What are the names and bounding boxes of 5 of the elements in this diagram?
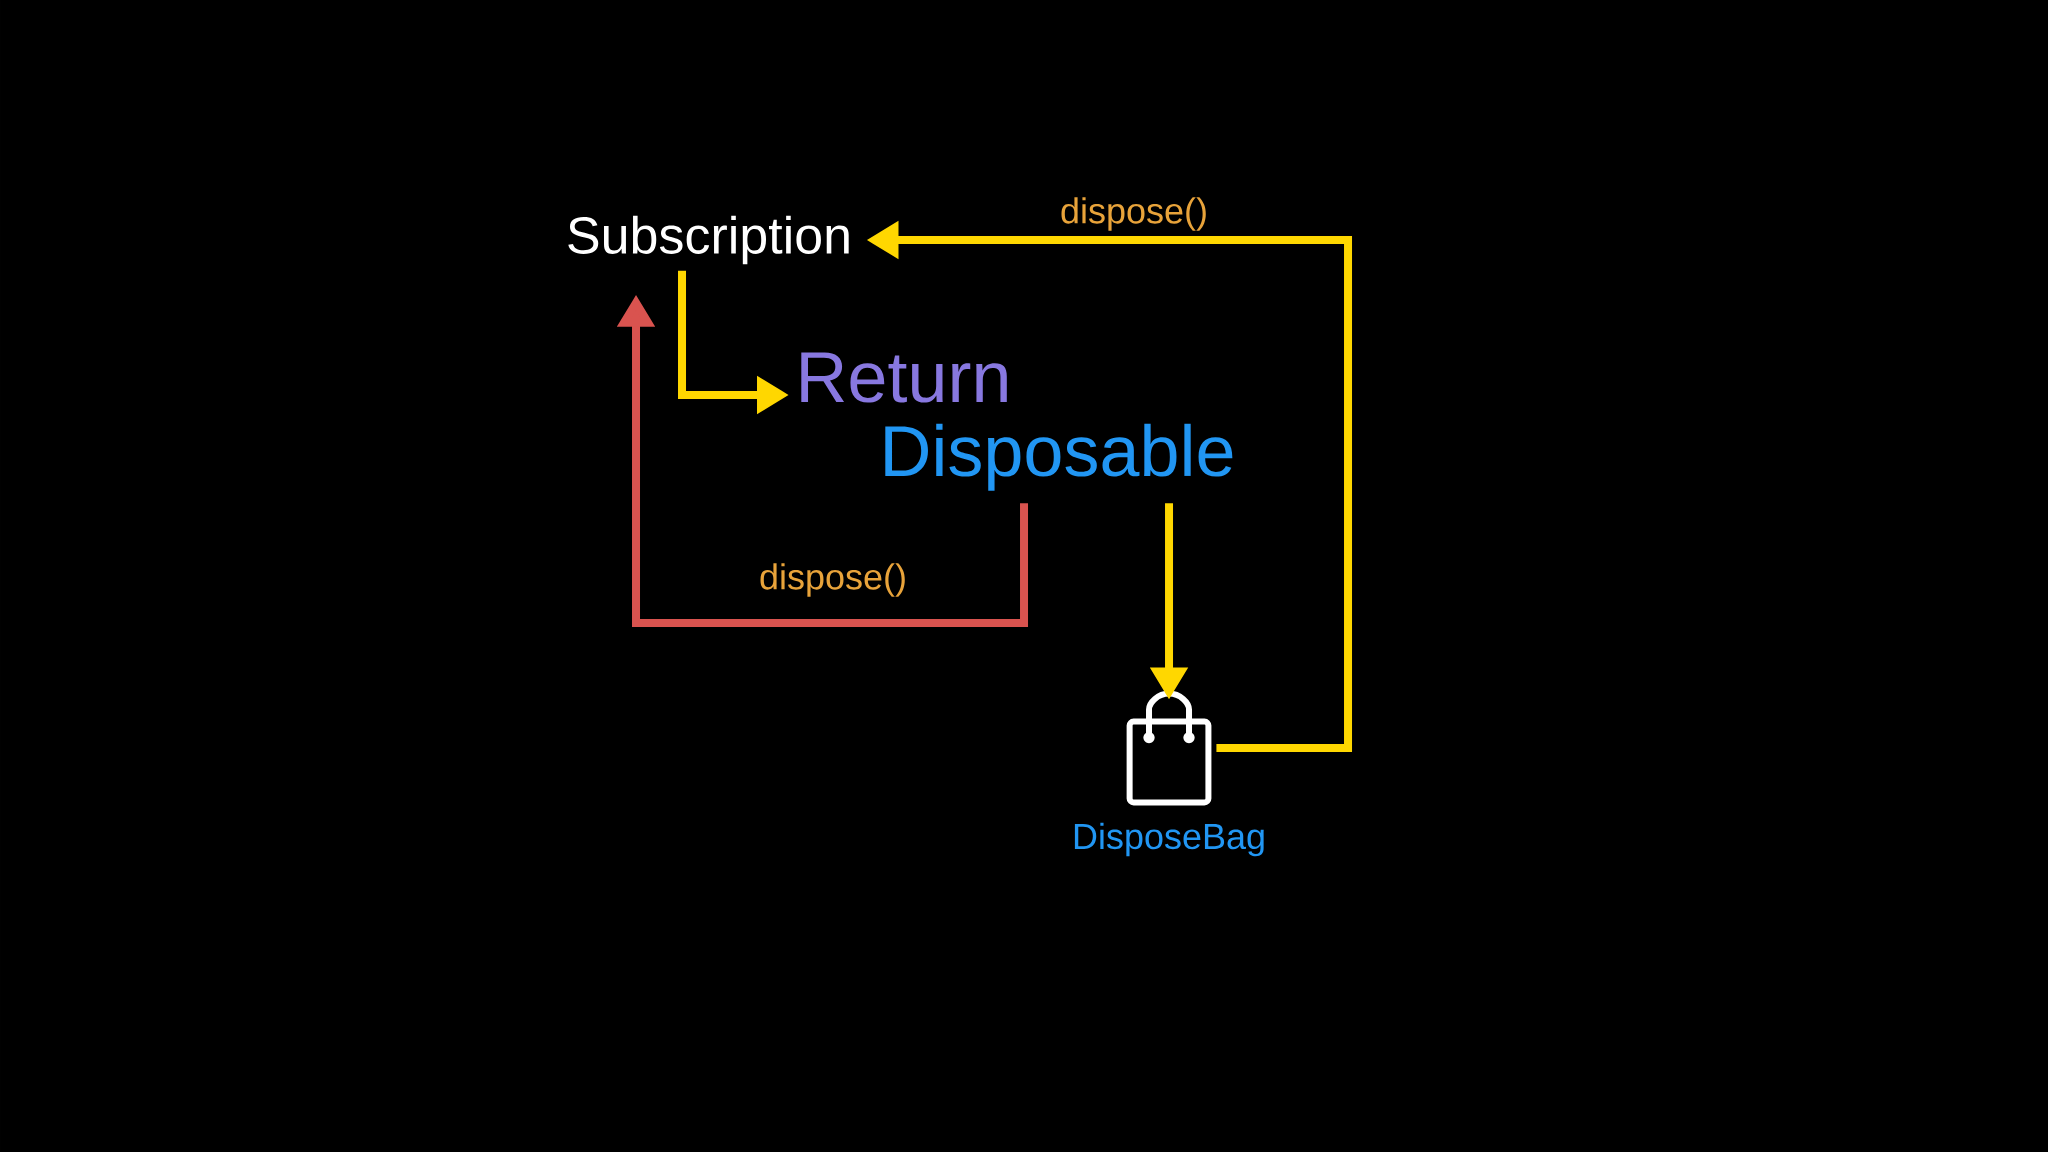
- icon-caption: DisposeBag: [1074, 822, 1264, 857]
- node-label: Return Disposable: [801, 352, 1233, 491]
- edge-label: dispose(): [1058, 195, 1211, 233]
- node-label: Subscription: [568, 215, 849, 265]
- edge-label: dispose(): [757, 561, 910, 599]
